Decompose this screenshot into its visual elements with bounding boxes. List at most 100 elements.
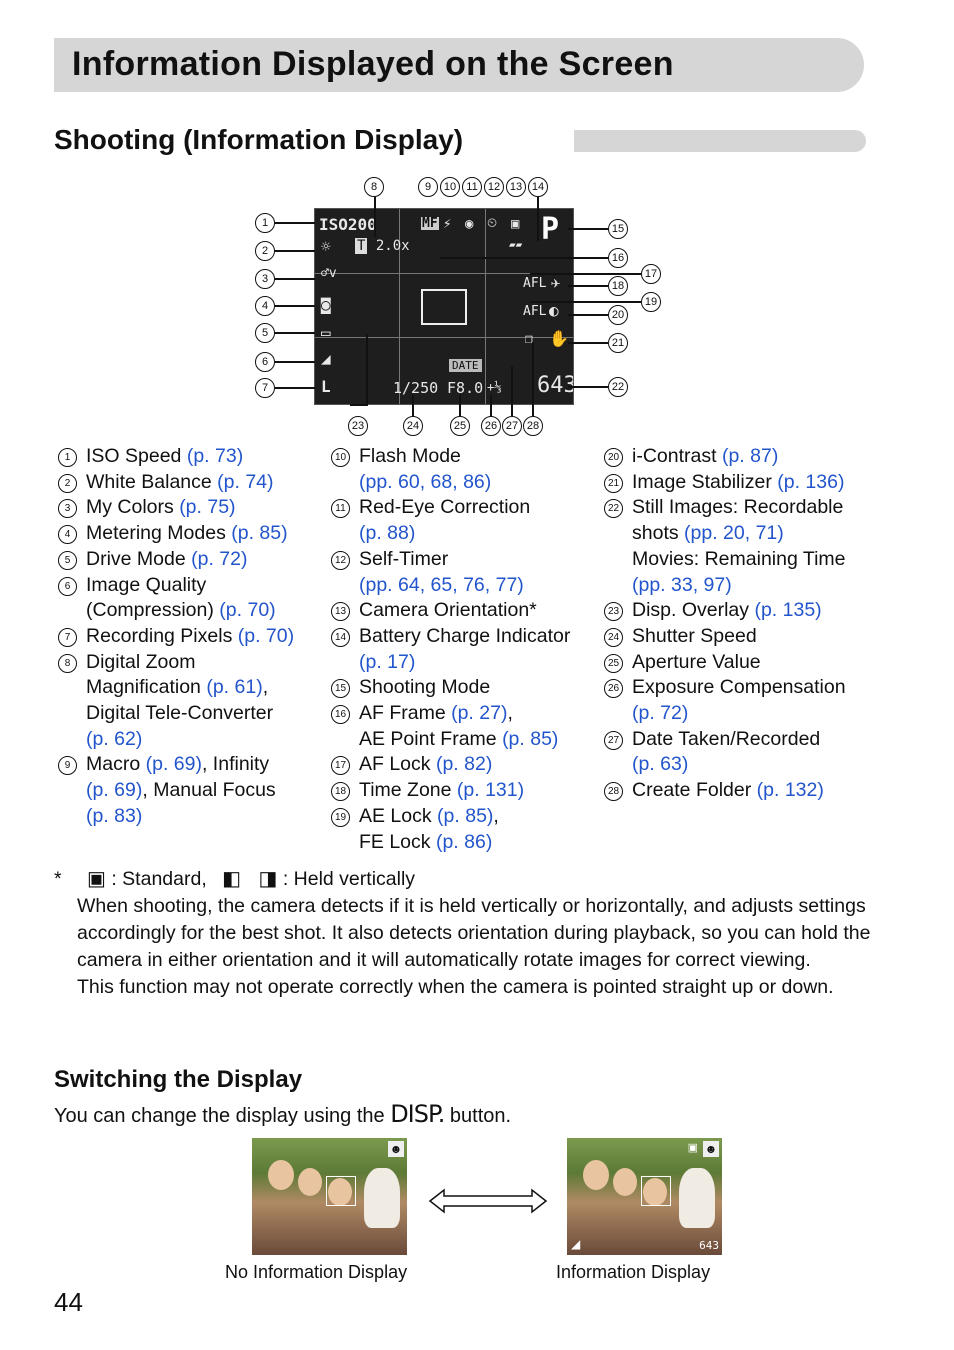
page-link[interactable]: (p. 82) [435,753,493,776]
page-link[interactable]: (p. 87) [721,445,779,467]
legend-number: 14 [331,627,350,647]
page-title: Information Displayed on the Screen [72,45,674,83]
page-link[interactable]: (p. 88) [359,522,416,545]
flash-icon: ⚡ [443,216,452,232]
leader-line [412,395,414,416]
leader-line [275,305,315,307]
callout-17: 17 [641,264,661,284]
self-timer-icon: ⏲ [487,216,498,231]
legend-number: 5 [58,550,77,570]
text: button. [449,1105,512,1127]
legend-text: FE Lock [359,830,436,853]
page-link[interactable]: (p. 85) [437,804,494,827]
leader-line [374,197,376,237]
i-contrast-icon: ◐ [549,301,559,320]
legend-number: 23 [604,602,623,622]
legend-number: 3 [58,499,77,519]
white-balance-icon: ☼ [321,237,331,256]
callout-28: 28 [523,416,543,436]
legend-number: 2 [58,473,77,493]
shots-remaining-value: 643 [537,373,574,398]
legend-number: 7 [58,627,77,647]
legend-text: , Infinity [201,753,270,776]
leader-line [568,285,608,287]
page-link[interactable]: (p. 85) [231,522,288,545]
page-link[interactable]: (p. 135) [754,599,822,622]
page-link[interactable]: (p. 72) [632,702,689,725]
page-link[interactable]: (p. 61) [206,676,263,699]
page-link[interactable]: (p. 73) [186,445,244,467]
legend-text: Drive Mode [86,547,192,570]
callout-3: 3 [255,269,275,289]
my-colors-icon: ♂v [321,266,337,281]
legend-number: 26 [604,679,623,699]
legend-number: 9 [58,756,77,776]
page-link[interactable]: (p. 63) [632,753,689,776]
dog [679,1168,715,1228]
page-link[interactable]: (p. 85) [502,727,559,750]
tele-icon: T [355,238,368,254]
camera-vertical-left-icon: ◧ [222,868,242,890]
page-link[interactable]: (p. 131) [456,779,525,802]
asterisk: * [54,868,62,890]
subsection-title: Switching the Display [54,1066,303,1093]
leader-line [459,395,461,416]
callout-8: 8 [364,177,384,197]
image-quality-icon: ◢ [571,1237,581,1251]
callout-16: 16 [608,248,628,268]
page-link[interactable]: (p. 136) [777,470,845,493]
page-link[interactable]: (p. 83) [86,804,143,827]
leader-line [568,342,608,344]
callout-25: 25 [450,416,470,436]
orientation-note: * ▣ : Standard, ◧ ◨ : Held vertically Wh… [54,866,874,1001]
legend-text: Image Quality [86,573,207,596]
page-link[interactable]: (pp. 20, 71) [684,522,784,545]
legend-number: 28 [604,782,623,802]
page-link[interactable]: (pp. 33, 97) [632,573,732,596]
page-link[interactable]: (pp. 64, 65, 76, 77) [359,573,524,596]
page-link[interactable]: (p. 17) [359,650,416,673]
legend-text: My Colors [86,496,180,519]
legend-number: 21 [604,473,623,493]
iso-indicator: ISO200 [319,215,377,234]
page-link[interactable]: (p. 69) [86,779,143,802]
page-link[interactable]: (p. 69) [145,753,202,776]
legend-text: Digital Zoom [86,650,196,673]
page-link[interactable]: (p. 74) [217,470,274,493]
page-link[interactable]: (p. 62) [86,727,143,750]
callout-7: 7 [255,378,275,398]
page-link[interactable]: (p. 72) [191,547,248,570]
legend-text: Aperture Value [632,650,761,673]
zoom-value: 2.0x [375,238,410,254]
legend-text: Exposure Compensation [632,676,846,699]
legend-number: 18 [331,782,350,802]
section-title: Shooting (Information Display) [54,124,464,155]
legend-number: 27 [604,730,623,750]
page-link[interactable]: (p. 132) [756,779,824,802]
legend-text: Magnification [86,676,207,699]
page-link[interactable]: (pp. 60, 68, 86) [359,470,492,493]
legend-number: 16 [331,705,350,725]
legend-item: 3 My Colors (p. 75) [58,495,328,521]
legend-number: 4 [58,525,77,545]
page-link[interactable]: (p. 75) [179,496,236,519]
page-link[interactable]: (p. 70) [237,624,295,647]
leader-line [350,404,368,406]
legend-text: Movies: Remaining Time [632,547,846,570]
page-link[interactable]: (p. 86) [435,830,493,853]
lcd-screen: ISO200 ☼ ♂v ◙ ▭ ◢ L T 2.0x MF ⚡ ◉ ⏲ ▣ ▰▰… [314,208,574,405]
grid-line [485,209,486,404]
legend-number: 25 [604,653,623,673]
note-paragraph: This function may not operate correctly … [77,976,834,998]
page-link[interactable]: (p. 70) [219,599,276,622]
page-link[interactable]: (p. 27) [451,702,508,725]
callout-24: 24 [403,416,423,436]
leader-line [366,334,368,406]
af-frame [421,289,467,325]
